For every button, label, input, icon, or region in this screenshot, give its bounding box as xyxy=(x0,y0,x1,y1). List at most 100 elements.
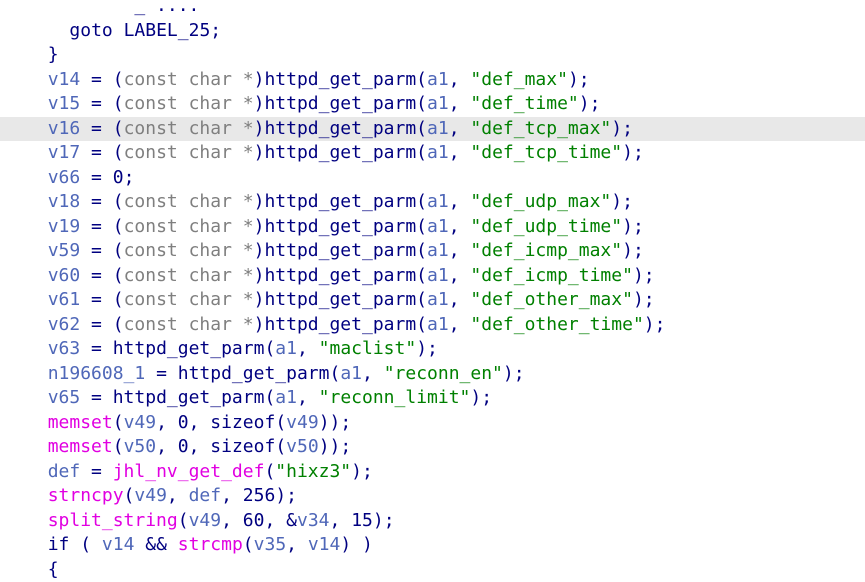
code-token-var[interactable]: v18 xyxy=(48,191,81,212)
code-token-var[interactable]: v60 xyxy=(48,265,81,286)
code-token-arg[interactable]: a1 xyxy=(275,338,297,359)
code-token-var[interactable]: v49 xyxy=(286,412,319,433)
code-token-func[interactable]: httpd_get_parm xyxy=(264,118,416,139)
code-token-var[interactable]: def xyxy=(189,485,222,506)
code-line[interactable]: v66 = 0; xyxy=(0,166,865,191)
code-line[interactable]: v63 = httpd_get_parm(a1, "maclist"); xyxy=(0,337,865,362)
code-token-op: , xyxy=(449,265,471,286)
code-token-var[interactable]: v15 xyxy=(48,93,81,114)
code-token-arg[interactable]: a1 xyxy=(275,387,297,408)
code-token-arg[interactable]: a1 xyxy=(427,191,449,212)
code-token-arg[interactable]: a1 xyxy=(427,142,449,163)
code-token-var[interactable]: v14 xyxy=(48,69,81,90)
code-token-arg[interactable]: a1 xyxy=(427,240,449,261)
code-token-libfn[interactable]: split_string xyxy=(48,510,178,531)
code-line[interactable]: v19 = (const char *)httpd_get_parm(a1, "… xyxy=(0,215,865,240)
code-token-libfn[interactable]: jhl_nv_get_def xyxy=(113,461,265,482)
code-token-var[interactable]: v34 xyxy=(297,510,330,531)
code-token-func[interactable]: httpd_get_parm xyxy=(264,240,416,261)
code-token-func[interactable]: httpd_get_parm xyxy=(264,314,416,335)
code-token-func[interactable]: httpd_get_parm xyxy=(113,338,265,359)
code-token-func[interactable]: httpd_get_parm xyxy=(264,191,416,212)
code-line[interactable]: v62 = (const char *)httpd_get_parm(a1, "… xyxy=(0,313,865,338)
code-line-content: v17 = (const char *)httpd_get_parm(a1, "… xyxy=(48,141,644,166)
code-token-var[interactable]: v62 xyxy=(48,314,81,335)
code-token-op: , xyxy=(449,142,471,163)
code-token-op: , xyxy=(449,191,471,212)
code-line[interactable]: v15 = (const char *)httpd_get_parm(a1, "… xyxy=(0,92,865,117)
code-line[interactable]: v16 = (const char *)httpd_get_parm(a1, "… xyxy=(0,117,865,142)
code-token-var[interactable]: v16 xyxy=(48,118,81,139)
code-token-var[interactable]: v66 xyxy=(48,167,81,188)
code-token-op: ( xyxy=(275,436,286,457)
code-token-var[interactable]: v49 xyxy=(189,510,222,531)
code-token-arg[interactable]: a1 xyxy=(427,118,449,139)
code-token-var[interactable]: n196608_1 xyxy=(48,363,146,384)
code-token-var[interactable]: v61 xyxy=(48,289,81,310)
code-token-libfn[interactable]: strcmp xyxy=(178,534,243,555)
code-token-var[interactable]: v59 xyxy=(48,240,81,261)
code-token-libfn[interactable]: memset xyxy=(48,436,113,457)
code-token-op: , xyxy=(156,436,178,457)
code-line[interactable]: { xyxy=(0,558,865,582)
code-token-arg[interactable]: a1 xyxy=(340,363,362,384)
code-token-libfn[interactable]: memset xyxy=(48,412,113,433)
code-token-arg[interactable]: a1 xyxy=(427,314,449,335)
code-line[interactable]: _ .... xyxy=(0,0,865,19)
code-line[interactable]: v14 = (const char *)httpd_get_parm(a1, "… xyxy=(0,68,865,93)
code-token-op: , xyxy=(297,338,319,359)
code-line[interactable]: v59 = (const char *)httpd_get_parm(a1, "… xyxy=(0,239,865,264)
code-line[interactable]: n196608_1 = httpd_get_parm(a1, "reconn_e… xyxy=(0,362,865,387)
code-token-func[interactable]: httpd_get_parm xyxy=(113,387,265,408)
code-token-var[interactable]: v50 xyxy=(124,436,157,457)
code-token-libfn[interactable]: strncpy xyxy=(48,485,124,506)
code-token-op: ) xyxy=(254,142,265,163)
code-token-var[interactable]: v19 xyxy=(48,216,81,237)
code-token-func[interactable]: httpd_get_parm xyxy=(178,363,330,384)
code-token-plain: _ xyxy=(26,0,156,16)
code-token-var[interactable]: v35 xyxy=(254,534,287,555)
code-token-var[interactable]: v49 xyxy=(134,485,167,506)
code-token-func[interactable]: httpd_get_parm xyxy=(264,142,416,163)
code-token-var[interactable]: v17 xyxy=(48,142,81,163)
code-token-func[interactable]: httpd_get_parm xyxy=(264,216,416,237)
code-token-var[interactable]: v14 xyxy=(308,534,341,555)
code-line[interactable]: v18 = (const char *)httpd_get_parm(a1, "… xyxy=(0,190,865,215)
code-token-var[interactable]: v49 xyxy=(124,412,157,433)
code-token-op: = xyxy=(80,167,113,188)
code-token-op: = xyxy=(80,338,113,359)
code-token-arg[interactable]: a1 xyxy=(427,93,449,114)
code-token-func[interactable]: httpd_get_parm xyxy=(264,69,416,90)
code-token-op: ); xyxy=(503,363,525,384)
code-token-op: .... xyxy=(156,0,199,16)
code-line-content: v60 = (const char *)httpd_get_parm(a1, "… xyxy=(48,264,655,289)
code-line[interactable]: v65 = httpd_get_parm(a1, "reconn_limit")… xyxy=(0,386,865,411)
code-line[interactable]: memset(v50, 0, sizeof(v50)); xyxy=(0,435,865,460)
code-line[interactable]: memset(v49, 0, sizeof(v49)); xyxy=(0,411,865,436)
code-line[interactable]: v61 = (const char *)httpd_get_parm(a1, "… xyxy=(0,288,865,313)
code-line[interactable]: v60 = (const char *)httpd_get_parm(a1, "… xyxy=(0,264,865,289)
code-token-op: = ( xyxy=(80,265,123,286)
code-token-arg[interactable]: a1 xyxy=(427,216,449,237)
code-token-var[interactable]: v14 xyxy=(102,534,135,555)
code-line[interactable]: strncpy(v49, def, 256); xyxy=(0,484,865,509)
code-token-var[interactable]: def xyxy=(48,461,81,482)
code-token-var[interactable]: v63 xyxy=(48,338,81,359)
code-token-op: ); xyxy=(633,265,655,286)
code-line[interactable]: def = jhl_nv_get_def("hixz3"); xyxy=(0,460,865,485)
code-token-func[interactable]: httpd_get_parm xyxy=(264,265,416,286)
code-token-arg[interactable]: a1 xyxy=(427,289,449,310)
code-line[interactable]: if ( v14 && strcmp(v35, v14) ) xyxy=(0,533,865,558)
code-line[interactable]: split_string(v49, 60, &v34, 15); xyxy=(0,509,865,534)
code-token-var[interactable]: v65 xyxy=(48,387,81,408)
code-token-var[interactable]: v50 xyxy=(286,436,319,457)
code-line[interactable]: goto LABEL_25; xyxy=(0,19,865,44)
code-token-func[interactable]: httpd_get_parm xyxy=(264,289,416,310)
code-token-func[interactable]: httpd_get_parm xyxy=(264,93,416,114)
code-line[interactable]: } xyxy=(0,43,865,68)
code-line[interactable]: v17 = (const char *)httpd_get_parm(a1, "… xyxy=(0,141,865,166)
code-token-arg[interactable]: a1 xyxy=(427,69,449,90)
code-token-arg[interactable]: a1 xyxy=(427,265,449,286)
code-token-op: , xyxy=(449,118,471,139)
